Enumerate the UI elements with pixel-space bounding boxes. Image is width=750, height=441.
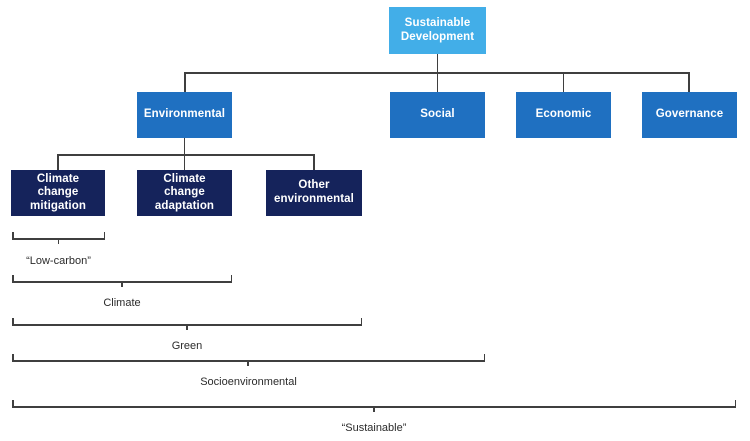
- bracket-low-carbon-left-end: [12, 232, 14, 239]
- scope-label-climate: Climate: [103, 297, 141, 309]
- bracket-low-carbon-right-end: [103, 232, 106, 239]
- bracket-sustainable-left-end: [12, 400, 14, 407]
- node-other-environmental[interactable]: Other environmental: [266, 170, 362, 216]
- bracket-sustainable-right-end: [734, 400, 737, 407]
- connector-pillar-bus: [184, 72, 689, 74]
- node-governance[interactable]: Governance: [642, 92, 737, 138]
- bracket-socioenvironmental-right-end: [483, 354, 486, 361]
- connector-drop-environmental: [184, 72, 186, 92]
- connector-drop-economic: [562, 72, 565, 92]
- node-economic[interactable]: Economic: [516, 92, 611, 138]
- node-environmental[interactable]: Environmental: [137, 92, 232, 138]
- connector-drop-social: [436, 72, 439, 92]
- bracket-low-carbon-tick: [57, 238, 60, 244]
- node-climate-change-mitigation[interactable]: Climate change mitigation: [11, 170, 105, 216]
- bracket-green-right-end: [360, 318, 363, 325]
- node-climate-change-adaptation[interactable]: Climate change adaptation: [137, 170, 232, 216]
- bracket-green-left-end: [12, 318, 14, 325]
- node-social[interactable]: Social: [390, 92, 485, 138]
- connector-drop-other-environmental: [313, 154, 315, 170]
- bracket-socioenvironmental-tick: [247, 360, 249, 366]
- connector-drop-governance: [688, 72, 690, 92]
- bracket-climate-left-end: [12, 275, 14, 282]
- connector-drop-adaptation: [183, 154, 186, 170]
- node-sustainable-development[interactable]: Sustainable Development: [389, 7, 486, 54]
- bracket-climate-right-end: [230, 275, 233, 282]
- scope-label-low-carbon: “Low-carbon”: [26, 255, 91, 267]
- scope-label-socioenvironmental: Socioenvironmental: [200, 376, 297, 388]
- connector-children-bus: [57, 154, 314, 156]
- scope-label-green: Green: [171, 340, 203, 352]
- bracket-climate-tick: [121, 281, 123, 287]
- bracket-green-tick: [186, 324, 188, 330]
- connector-drop-mitigation: [57, 154, 59, 170]
- bracket-socioenvironmental-left-end: [12, 354, 14, 361]
- scope-label-sustainable: “Sustainable”: [341, 422, 407, 434]
- bracket-sustainable-tick: [373, 406, 375, 412]
